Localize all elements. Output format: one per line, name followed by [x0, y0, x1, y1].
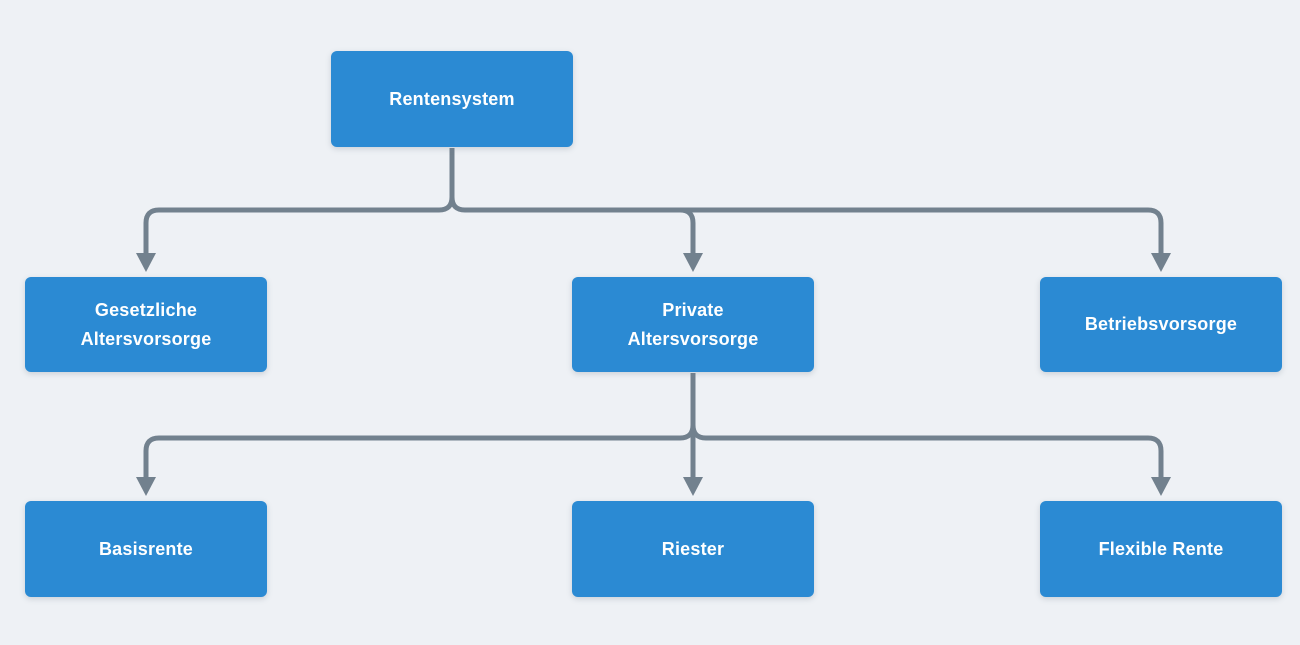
- node-rentensystem: Rentensystem: [331, 51, 573, 147]
- edge-rentensystem-private: [679, 207, 696, 256]
- node-label: Rentensystem: [389, 88, 515, 109]
- node-basisrente: Basisrente: [25, 501, 267, 597]
- node-riester: Riester: [572, 501, 814, 597]
- node-gesetzliche-altersvorsorge: Gesetzliche Altersvorsorge: [25, 277, 267, 372]
- node-private-altersvorsorge: Private Altersvorsorge: [572, 277, 814, 372]
- node-label: Basisrente: [98, 538, 194, 559]
- edge-rentensystem-betriebsvorsorge: [449, 148, 1164, 256]
- node-betriebsvorsorge: Betriebsvorsorge: [1040, 277, 1282, 372]
- node-label: Flexible Rente: [1098, 538, 1224, 559]
- arrowhead-down-icon: [136, 253, 156, 272]
- arrowhead-down-icon: [1151, 477, 1171, 496]
- node-label: Private Altersvorsorge: [627, 299, 759, 349]
- edge-private-basisrente: [143, 373, 696, 480]
- arrowhead-down-icon: [683, 253, 703, 272]
- arrowhead-down-icon: [683, 477, 703, 496]
- node-label: Betriebsvorsorge: [1084, 314, 1238, 334]
- edge-private-flexible-rente: [690, 373, 1164, 480]
- arrowhead-down-icon: [136, 477, 156, 496]
- node-label: Gesetzliche Altersvorsorge: [80, 299, 212, 349]
- node-flexible-rente: Flexible Rente: [1040, 501, 1282, 597]
- edge-rentensystem-gesetzliche: [143, 148, 455, 256]
- arrowhead-down-icon: [1151, 253, 1171, 272]
- node-label: Riester: [661, 538, 725, 559]
